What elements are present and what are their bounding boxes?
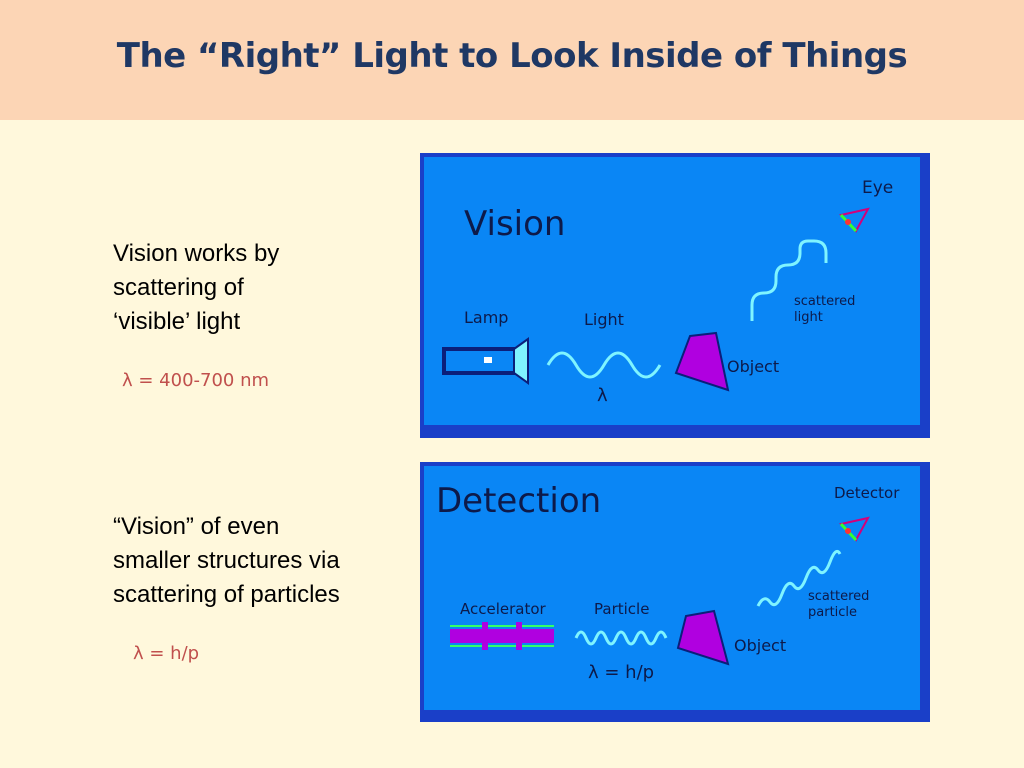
eye-icon	[839, 207, 870, 233]
vision-description: Vision works by scattering of ‘visible’ …	[113, 237, 279, 339]
detection-text-line: scattering of particles	[113, 581, 340, 608]
object-label: Object	[734, 636, 786, 655]
vision-panel-title: Vision	[464, 204, 565, 244]
particle-label: Particle	[594, 600, 649, 618]
vision-text-line: scattering of	[113, 274, 244, 301]
detection-panel: Detection Detector scattered particle Ac…	[420, 462, 930, 722]
particle-wave	[574, 630, 668, 646]
vision-wavelength-formula: λ = 400-700 nm	[122, 370, 270, 391]
accelerator-label: Accelerator	[460, 600, 547, 618]
object-shape	[676, 609, 730, 666]
scattered-light-label-2: light	[794, 310, 823, 325]
vision-diagram: Vision Eye scattered light Lamp Light λ …	[442, 178, 893, 406]
lamp-icon	[442, 337, 529, 385]
scattered-light-label-1: scattered	[794, 294, 855, 309]
detection-text-line: “Vision” of even	[113, 513, 280, 540]
vision-text-line: Vision works by	[113, 240, 280, 267]
page-title: The “Right” Light to Look Inside of Thin…	[116, 36, 908, 76]
detection-description: “Vision” of even smaller structures via …	[113, 510, 340, 612]
scattered-particle-label-1: scattered	[808, 589, 869, 604]
accelerator-icon	[450, 622, 554, 650]
object-label: Object	[727, 357, 779, 376]
scattered-light-wave	[750, 239, 828, 321]
scattered-particle-wave	[756, 549, 842, 607]
detection-diagram: Detection Detector scattered particle Ac…	[436, 481, 900, 683]
vision-panel: Vision Eye scattered light Lamp Light λ …	[420, 153, 930, 438]
detection-panel-title: Detection	[436, 481, 601, 521]
lambda-label: λ	[597, 385, 608, 406]
detection-text-line: smaller structures via	[113, 547, 340, 574]
vision-text-line: ‘visible’ light	[113, 308, 241, 335]
detector-icon	[839, 516, 870, 542]
scattered-particle-label-2: particle	[808, 605, 857, 620]
light-label: Light	[584, 310, 624, 329]
eye-label: Eye	[862, 178, 893, 198]
object-shape	[674, 331, 730, 392]
lamp-label: Lamp	[464, 308, 508, 327]
detector-label: Detector	[834, 484, 900, 502]
lambda-hp-label: λ = h/p	[588, 662, 654, 683]
detection-wavelength-formula: λ = h/p	[133, 643, 200, 664]
header-bar: The “Right” Light to Look Inside of Thin…	[0, 0, 1024, 120]
light-wave	[546, 351, 662, 379]
